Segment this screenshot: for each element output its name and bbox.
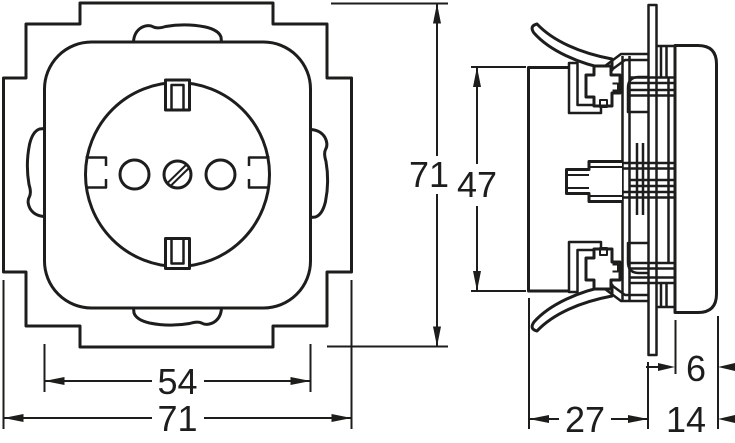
cover-plate-profile xyxy=(673,44,718,314)
dim-label-cover-thickness: 6 xyxy=(686,348,706,389)
claw-top xyxy=(530,22,614,72)
dim-label-mounting-depth: 14 xyxy=(666,399,706,440)
earth-clip-bottom-inner xyxy=(170,238,185,265)
recess-right-upper xyxy=(247,156,270,166)
arrow-up xyxy=(433,3,441,24)
claw-clamp-bottom xyxy=(584,247,622,291)
claw-clamp-top-tab xyxy=(599,99,608,108)
earth-clip-top-inner xyxy=(170,83,185,110)
dim-label-insert-depth: 27 xyxy=(565,399,605,440)
arrow-right-outer xyxy=(718,363,735,371)
dimension-mounting-depth-14: 14 xyxy=(666,316,735,440)
earth-clip-bottom xyxy=(164,237,191,270)
arrow-down xyxy=(473,271,481,291)
bands-bottom xyxy=(629,261,675,285)
recess-left-lower xyxy=(85,179,108,189)
dimension-insert-height-47: 47 xyxy=(457,66,526,292)
flange-bottom xyxy=(604,282,648,303)
connector-bottom xyxy=(657,283,675,309)
arrow-left xyxy=(44,377,65,385)
ext-lines xyxy=(528,298,649,429)
arrow-down xyxy=(433,326,441,347)
centre-screw-slot xyxy=(166,164,190,187)
support-ring-plate xyxy=(621,56,631,302)
arrow-right xyxy=(628,415,648,423)
tab-left xyxy=(25,127,46,218)
pin-hole-right xyxy=(204,158,237,191)
dim-label-outer-height: 71 xyxy=(409,154,449,195)
ext-lines xyxy=(327,2,448,348)
dimension-cover-width-54: 54 xyxy=(43,344,312,402)
arrow-right-outer xyxy=(718,415,735,423)
dimension-insert-depth-27: 27 xyxy=(528,298,649,440)
dim-label-cover-width: 54 xyxy=(157,361,197,402)
flange-top xyxy=(604,52,648,73)
recess-left-upper xyxy=(85,156,108,166)
ext-lines xyxy=(43,344,312,392)
recess-right-lower xyxy=(247,179,270,189)
claw-bottom xyxy=(530,283,614,333)
arrow-left-outer xyxy=(658,363,675,371)
connector-top xyxy=(657,44,675,78)
ext-lines xyxy=(2,280,353,429)
earth-clip-top xyxy=(164,78,191,112)
dimension-outer-width-71: 71 xyxy=(2,280,353,439)
bands-top xyxy=(629,76,675,97)
wall-mounting-plate xyxy=(647,3,658,357)
pin-hole-left xyxy=(118,158,151,191)
arrow-up xyxy=(473,67,481,87)
central-boss xyxy=(565,160,622,203)
arrow-right xyxy=(290,377,311,385)
side-recesses xyxy=(85,156,270,189)
dimension-cover-thickness-6: 6 xyxy=(646,320,735,389)
claw-clamp-bottom-notch xyxy=(612,263,619,273)
ext-lines xyxy=(471,66,526,292)
dimension-outer-height-71: 71 xyxy=(327,2,449,348)
claw-clamp-bottom-tab xyxy=(599,247,608,256)
tab-top xyxy=(132,23,223,44)
dim-label-insert-height: 47 xyxy=(457,164,497,205)
tab-bottom xyxy=(132,306,223,327)
arrow-left xyxy=(3,414,24,422)
front-view xyxy=(2,1,353,349)
centre-screw xyxy=(162,159,193,190)
centre-screw-head xyxy=(162,159,193,190)
insert-box xyxy=(527,66,577,293)
claw-clamp-top-notch xyxy=(612,82,619,92)
tab-right xyxy=(309,128,330,219)
cover-tabs xyxy=(25,23,330,327)
outer-support-frame xyxy=(2,1,353,349)
arrow-left xyxy=(529,415,549,423)
arrow-right xyxy=(331,414,352,422)
dim-label-outer-width: 71 xyxy=(157,398,197,439)
claw-clamp-top xyxy=(584,64,622,108)
side-view xyxy=(527,3,718,357)
central-boss-detail xyxy=(566,166,622,197)
